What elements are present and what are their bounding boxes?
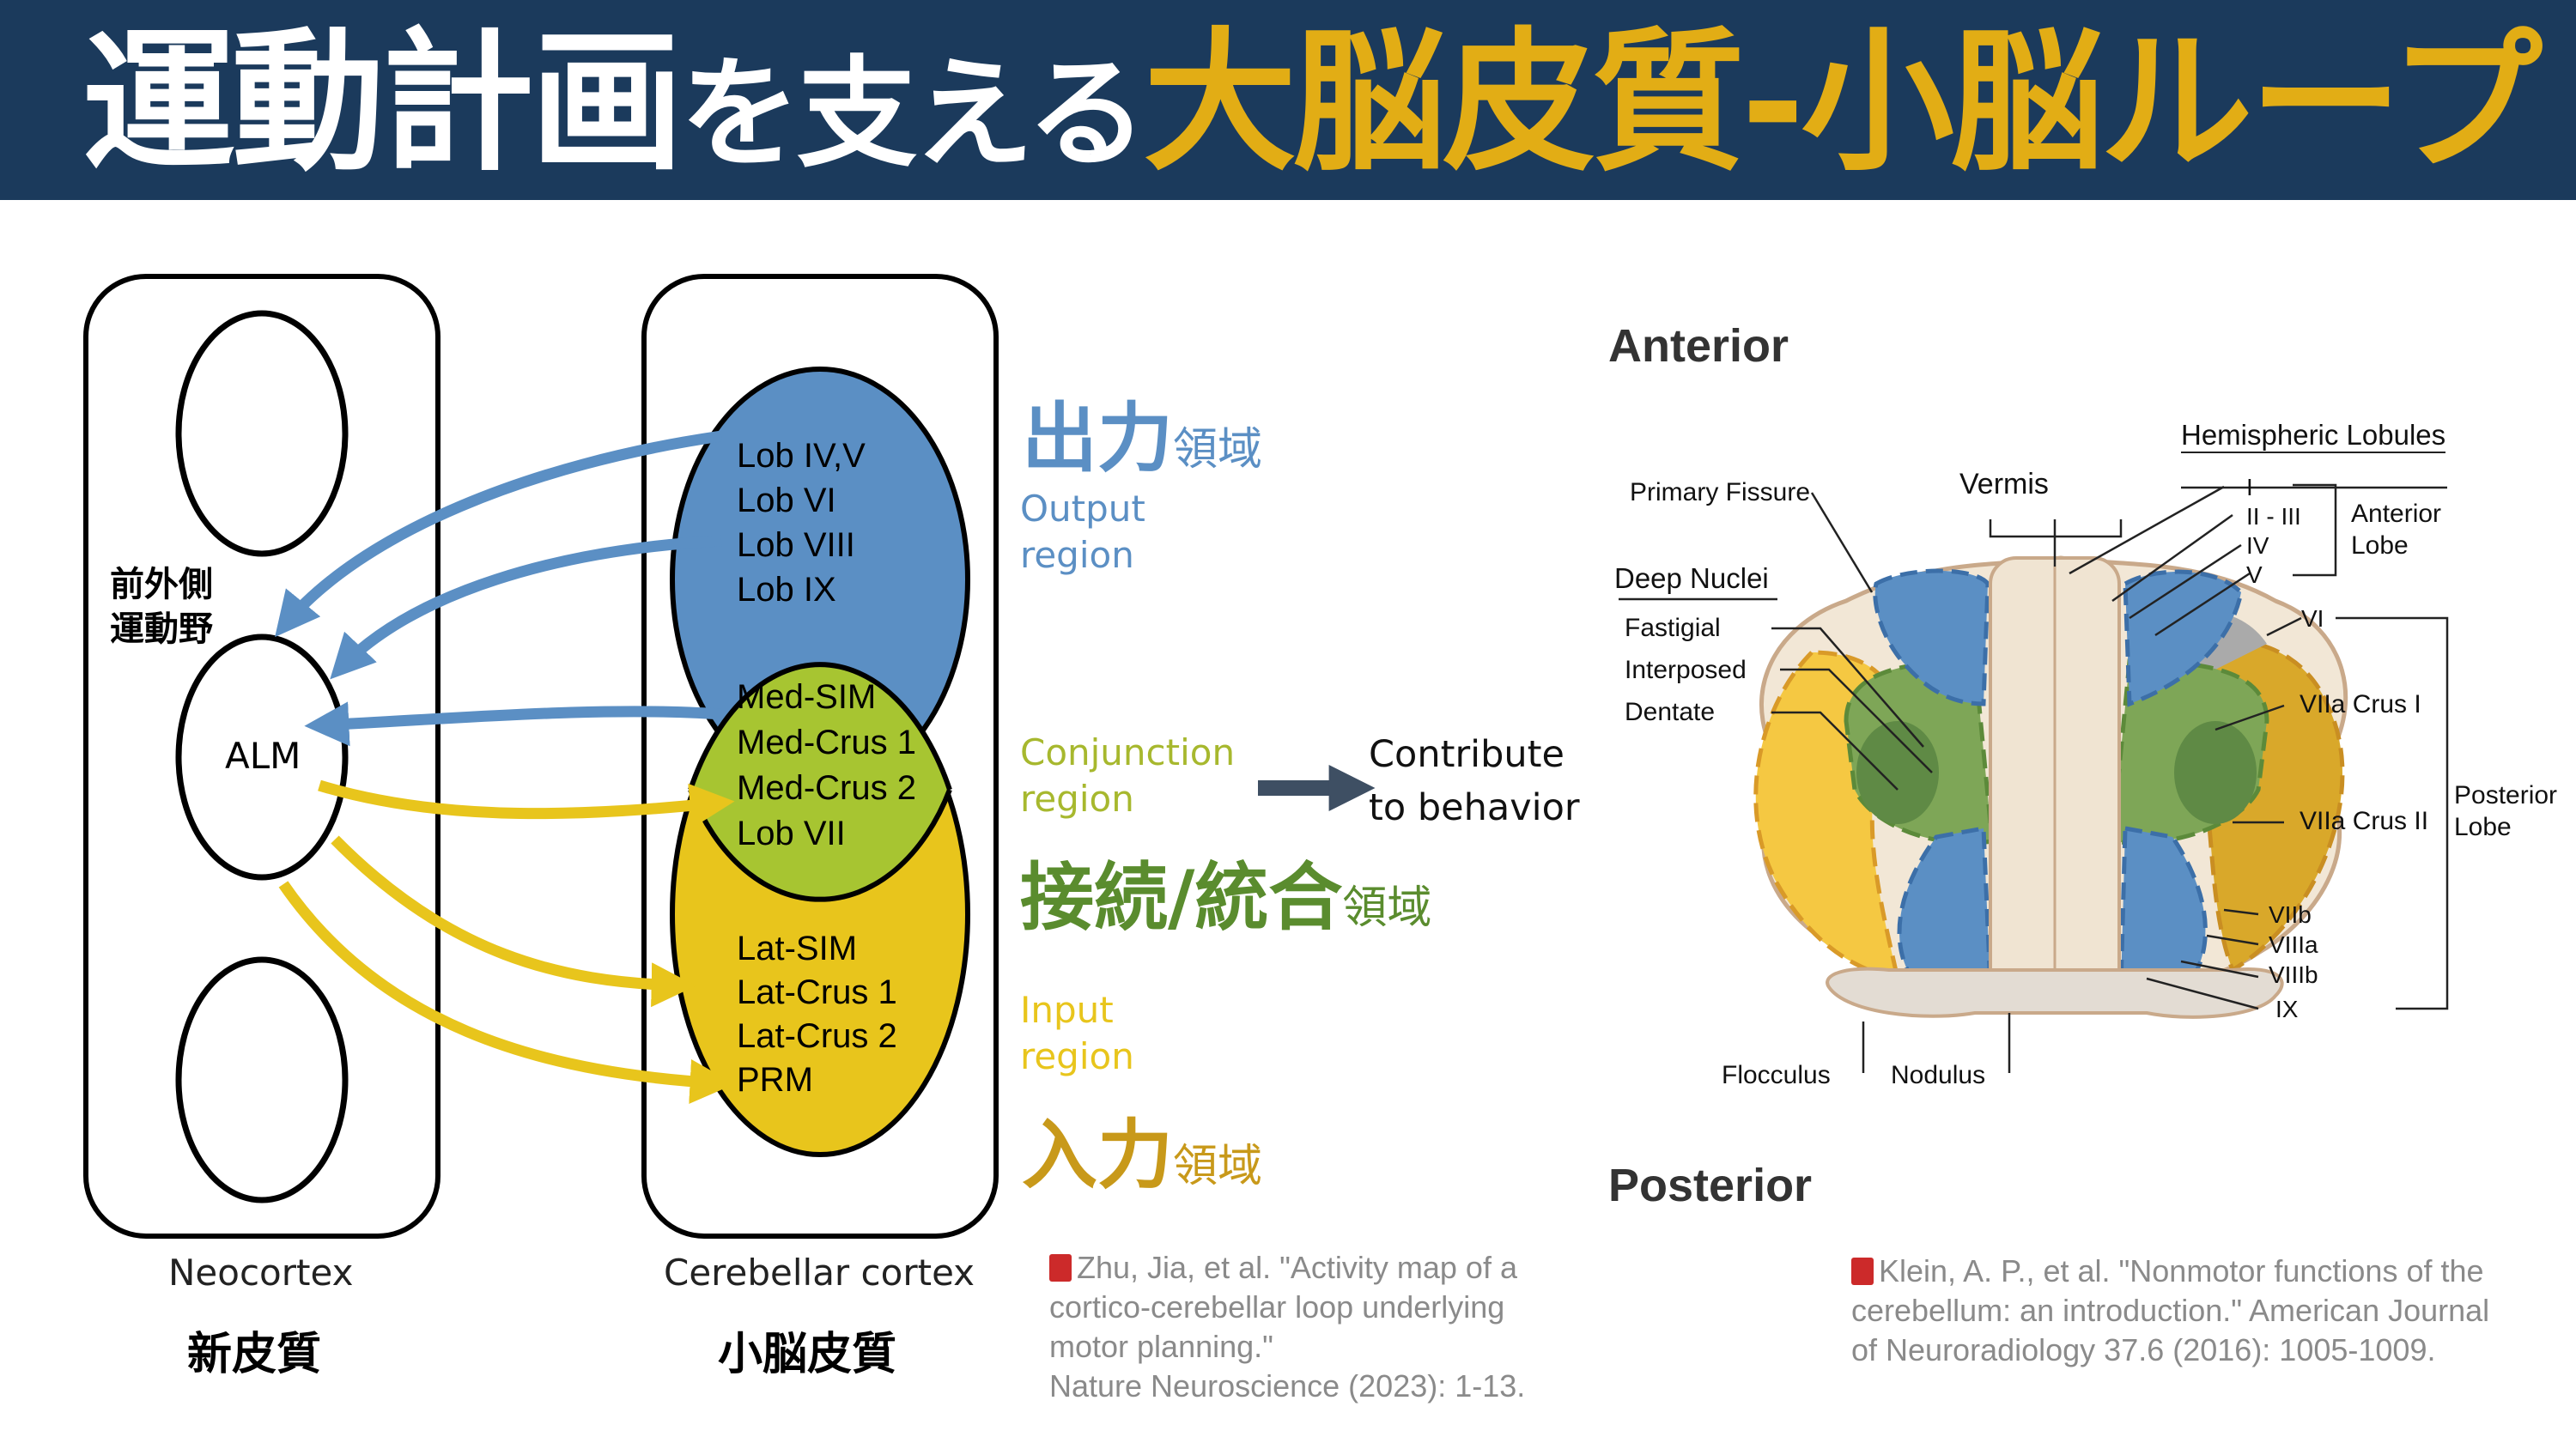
title-part3: 大脳皮質-小脳ループ bbox=[1143, 14, 2543, 191]
page-title: 運動計画を支える大脳皮質-小脳ループ bbox=[82, 14, 2543, 191]
citation-klein: Klein, A. P., et al. "Nonmotor functions… bbox=[1851, 1252, 2489, 1370]
cerebellar-box bbox=[641, 274, 999, 1239]
input-ja-big: 入力 bbox=[1022, 1111, 1174, 1199]
output-lobules-list: Lob IV,V Lob VI Lob VIII Lob IX bbox=[737, 433, 866, 612]
input-lobules-list: Lat-SIM Lat-Crus 1 Lat-Crus 2 PRM bbox=[737, 927, 897, 1102]
output-region-label-en: Output region bbox=[1020, 488, 1145, 576]
lobule-item: Lob IX bbox=[737, 571, 836, 609]
lobule-item: Lat-SIM bbox=[737, 930, 858, 967]
input-arrow-2 bbox=[331, 835, 696, 1008]
title-banner bbox=[0, 0, 2576, 200]
lobule-VI-label: VI bbox=[2301, 605, 2324, 632]
input-arrow-3 bbox=[278, 881, 735, 1104]
nodulus-label: Nodulus bbox=[1891, 1061, 1986, 1089]
neocortex-caption-ja: 新皮質 bbox=[187, 1329, 322, 1380]
fastigial-label: Fastigial bbox=[1625, 614, 1721, 642]
loop-diagram bbox=[83, 274, 1376, 1239]
posterior-lobe-label: Posterior Lobe bbox=[2454, 781, 2558, 841]
title-part2: を支える bbox=[680, 45, 1147, 185]
citation-zhu: Zhu, Jia, et al. "Activity map of a cort… bbox=[1049, 1248, 1525, 1406]
input-region-label-ja: 入力領域 bbox=[1022, 1094, 1262, 1203]
output-arrow-2 bbox=[330, 535, 722, 680]
lobule-IV-label: IV bbox=[2246, 532, 2269, 559]
bottom-area-oval bbox=[175, 956, 349, 1203]
input-ja-small: 領域 bbox=[1173, 1141, 1263, 1192]
flocculus-label: Flocculus bbox=[1722, 1061, 1831, 1089]
top-area-oval bbox=[175, 310, 349, 557]
lobule-II-III-label: II - III bbox=[2246, 503, 2301, 530]
output-ja-big: 出力 bbox=[1022, 394, 1174, 482]
premotor-label: 前外側 運動野 bbox=[110, 565, 213, 649]
book-icon bbox=[1049, 1254, 1072, 1282]
output-arrow-1 bbox=[275, 430, 722, 638]
citation-zhu-text: Zhu, Jia, et al. "Activity map of a cort… bbox=[1049, 1250, 1526, 1404]
anterior-label: Anterior bbox=[1608, 320, 1789, 372]
conjunction-ja-small: 領域 bbox=[1342, 882, 1432, 934]
lobule-IX-label: IX bbox=[2275, 996, 2299, 1022]
cerebellum-caption-ja: 小脳皮質 bbox=[718, 1329, 897, 1380]
alm-oval bbox=[175, 634, 349, 881]
conjunction-ja-big: 接続/統合 bbox=[1020, 855, 1343, 941]
lobule-item: Lat-Crus 2 bbox=[737, 1017, 897, 1055]
cerebellum-caption-en: Cerebellar cortex bbox=[664, 1252, 975, 1294]
interposed-label: Interposed bbox=[1625, 656, 1747, 684]
lobule-item: Med-SIM bbox=[737, 678, 877, 716]
output-region-label-ja: 出力領域 bbox=[1022, 378, 1262, 487]
neocortex-caption-en: Neocortex bbox=[168, 1252, 354, 1294]
lobule-item: Lob VI bbox=[737, 482, 836, 519]
lobule-I-label: I bbox=[2246, 474, 2253, 500]
lobule-VIIa-crus1-label: VIIa Crus I bbox=[2300, 690, 2421, 718]
title-part1: 運動計画 bbox=[82, 14, 683, 191]
output-arrow-3 bbox=[304, 701, 722, 747]
lobule-item: Lob IV,V bbox=[737, 437, 866, 475]
neocortex-box bbox=[83, 274, 440, 1239]
lobule-item: Lob VIII bbox=[737, 526, 855, 564]
conjunction-region bbox=[690, 664, 950, 900]
alm-label: ALM bbox=[225, 735, 301, 777]
lobule-item: Med-Crus 2 bbox=[737, 769, 916, 807]
output-ja-small: 領域 bbox=[1173, 424, 1263, 476]
lobule-VIIb-label: VIIb bbox=[2269, 901, 2312, 928]
lobule-item: Med-Crus 1 bbox=[737, 724, 916, 761]
conjunction-region-label-en: Conjunction region bbox=[1020, 731, 1236, 820]
input-arrow-1 bbox=[318, 779, 735, 828]
dentate-label: Dentate bbox=[1625, 698, 1716, 726]
conjunction-lobules-list: Med-SIM Med-Crus 1 Med-Crus 2 Lob VII bbox=[737, 675, 916, 857]
conjunction-region-label-ja: 接続/統合領域 bbox=[1020, 837, 1431, 944]
vermis-label: Vermis bbox=[1959, 468, 2049, 500]
lobule-VIIIb-label: VIIIb bbox=[2269, 961, 2318, 988]
deep-nuclei-label: Deep Nuclei bbox=[1614, 562, 1769, 594]
lobule-item: Lob VII bbox=[737, 815, 846, 852]
input-region-label-en: Input region bbox=[1020, 989, 1134, 1077]
primary-fissure-label: Primary Fissure bbox=[1630, 478, 1811, 506]
lobule-VIIIa-label: VIIIa bbox=[2269, 931, 2318, 958]
citation-klein-text: Klein, A. P., et al. "Nonmotor functions… bbox=[1851, 1253, 2490, 1367]
posterior-label: Posterior bbox=[1608, 1160, 1813, 1211]
contribute-label: Contribute to behavior bbox=[1369, 733, 1580, 829]
anterior-lobe-label: Anterior Lobe bbox=[2351, 500, 2442, 560]
hemispheric-lobules-label: Hemispheric Lobules bbox=[2181, 419, 2446, 453]
lobule-item: PRM bbox=[737, 1061, 813, 1099]
lobule-VIIa-crus2-label: VIIa Crus II bbox=[2300, 807, 2429, 835]
lobule-item: Lat-Crus 1 bbox=[737, 973, 897, 1011]
book-icon bbox=[1851, 1258, 1874, 1285]
lobule-V-label: V bbox=[2246, 561, 2263, 588]
